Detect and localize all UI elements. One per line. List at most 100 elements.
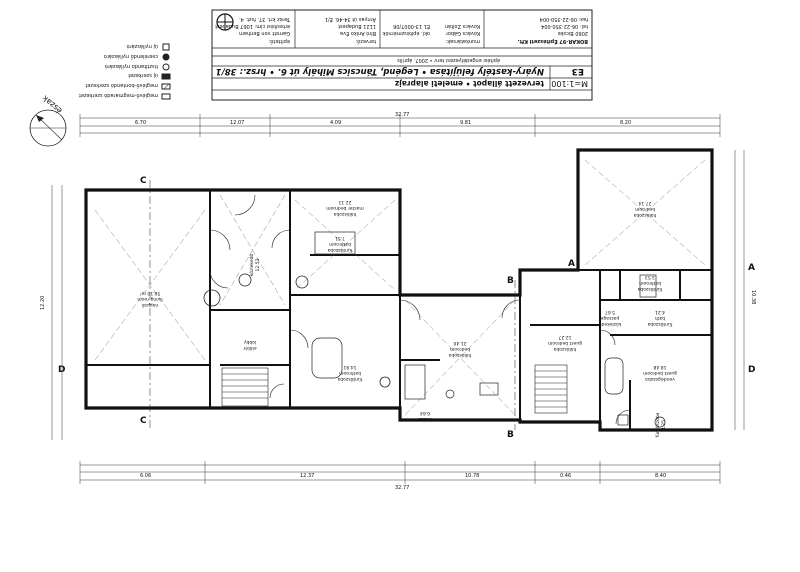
- room-name: közlekedő: [249, 254, 255, 277]
- legend-item: tisztítandó nyílászáró: [105, 63, 170, 71]
- office-logo: [216, 13, 234, 31]
- room-label: hálószoba master bedroom 22.11: [326, 199, 363, 218]
- room-label: hálószoba guest bedroom 12.27: [548, 334, 582, 353]
- collab-label: munkatársak:: [445, 38, 480, 45]
- office-line-1: 2060 Bicske: [558, 30, 588, 36]
- project-title: Nyáry-kastély felújítása • Legénd, Táncs…: [216, 66, 544, 77]
- room-label: fürdőszoba bath 4.21: [647, 309, 672, 327]
- dim-top-1: 6.70: [135, 120, 146, 126]
- dim-top-3: 4.09: [330, 120, 341, 126]
- room-label: fürdőszoba bathroom 14.91: [337, 364, 362, 382]
- dim-left-total: 12.20: [40, 296, 46, 310]
- room-diagonals: [94, 159, 706, 416]
- room-label: vendégszoba guest bedroom 18.48: [643, 364, 677, 383]
- office-line-2: tel: 06-22-350-004: [541, 23, 588, 29]
- drawing-name: tervezett állapot • emeleti alaprajz: [395, 79, 544, 88]
- client-line-2: értesítési cím: 1067 Budapest: [215, 23, 290, 30]
- room-sub: bedroom: [450, 346, 470, 352]
- room-name: fürdőszoba: [647, 321, 672, 327]
- designer-line-3: Árnyas út 34-46. É/1: [325, 16, 376, 24]
- room-area: 14.91: [343, 364, 356, 370]
- section-mark-b: B: [507, 276, 514, 286]
- sheet-number: E3: [572, 66, 584, 76]
- room-sub: guest bedroom: [643, 370, 677, 376]
- room-sub: bathroom: [339, 370, 361, 376]
- legend-item: új szerkezet: [128, 72, 171, 80]
- north-arrow: észak: [29, 93, 67, 147]
- room-label: hálószoba bedroom 27.14: [633, 200, 656, 219]
- legend-label: új nyílászáró: [127, 43, 158, 50]
- legend-item: új nyílászáró: [127, 43, 170, 51]
- room-sub: master bedroom: [326, 205, 363, 211]
- room-area: 21.40: [453, 340, 466, 346]
- room-sub: bath: [655, 315, 665, 321]
- section-mark-c-bottom: C: [140, 416, 147, 426]
- legend-item: meglévő-bontandó szerkezet: [85, 82, 171, 90]
- room-name: hálószoba: [553, 346, 576, 353]
- room-name: fürdőszoba: [337, 376, 362, 382]
- dim-bottom-2: 12.37: [300, 473, 314, 479]
- designer-label: tervező:: [355, 38, 376, 44]
- room-labels: nappali living room 50.10 m² közlekedő 1…: [137, 199, 677, 437]
- room-name: fürdőszoba: [327, 247, 352, 253]
- legend-label: cserélendő nyílászáró: [104, 53, 158, 60]
- room-label: fürdőszoba 4.25: [655, 412, 667, 437]
- office-line-3: fax: 06-22-350-004: [540, 16, 588, 22]
- room-name: fürdőszoba: [637, 286, 662, 292]
- room-area: 7.51: [335, 235, 345, 241]
- room-area: 4.25: [661, 420, 667, 430]
- room-area: 12.53: [255, 258, 261, 271]
- room-area: 27.14: [638, 200, 651, 206]
- collab-line-1: Kovács Gábor: [445, 30, 480, 37]
- designer2-line-1: okl. építészmérnök: [382, 30, 430, 37]
- scale-label: M=1:100: [551, 79, 588, 88]
- room-label: közlekedő passage 5.67: [599, 309, 622, 327]
- dim-top-4: 9.81: [460, 120, 471, 126]
- dim-bottom-3: 10.78: [465, 473, 479, 479]
- room-name: hálószoba: [333, 211, 356, 218]
- room-label: fürdőszoba bathroom 3.53: [637, 274, 662, 292]
- dim-top-2: 12.07: [230, 120, 244, 126]
- room-area: 12.27: [558, 334, 571, 340]
- interior-walls: [86, 190, 712, 430]
- room-label: előtér lobby: [243, 339, 256, 352]
- dimension-texts: 32.77 6.70 12.07 4.09 9.81 8.20 32.77 6.…: [40, 112, 756, 491]
- dim-right-total: 10.38: [750, 290, 756, 304]
- door-swings: [209, 194, 631, 425]
- room-name: közlekedő: [599, 321, 622, 327]
- room-name: öltöző: [418, 416, 432, 422]
- office-name: BOKAR-97 Építészeti Kft.: [518, 38, 588, 46]
- room-area: 22.11: [338, 199, 351, 205]
- room-sub: passage: [600, 315, 619, 320]
- phase-label: építési engedélyezési terv • 2007. ápril…: [397, 57, 500, 64]
- room-sub: bedroom: [635, 206, 655, 212]
- client-label: építtető:: [268, 38, 290, 45]
- room-name: fürdőszoba: [655, 412, 661, 437]
- section-mark-d: D: [748, 365, 755, 375]
- room-name: vendégszoba: [645, 376, 675, 383]
- room-area: 3.53: [645, 274, 655, 280]
- room-area: 6.64: [420, 410, 430, 416]
- dim-bottom-4: 0.46: [560, 473, 571, 479]
- room-label: fürdőszoba bathroom 7.51: [327, 235, 352, 253]
- room-name: előtér: [243, 345, 256, 352]
- legend-label: tisztítandó nyílászáró: [105, 63, 158, 70]
- fixtures: [311, 231, 666, 428]
- title-block: M=1:100 tervezett állapot • emeleti alap…: [211, 9, 593, 101]
- client-line-3: Teréz krt. 37. fszt. 4.: [239, 16, 291, 23]
- room-area: 4.21: [655, 309, 665, 315]
- section-mark-b-bottom: B: [507, 430, 514, 440]
- room-area: 5.67: [605, 309, 615, 315]
- dimension-chains: [51, 114, 745, 484]
- room-label: közlekedő 12.53: [249, 254, 261, 277]
- legend-label: új szerkezet: [128, 72, 158, 79]
- legend-label: meglévő-bontandó szerkezet: [85, 82, 158, 89]
- legend-label: meglévő-megmaradó szerkezet: [79, 92, 158, 99]
- legend-item: meglévő-megmaradó szerkezet: [79, 92, 171, 100]
- designer-line-1: Bíró Anikó Éva: [340, 30, 376, 38]
- room-label: nappali living room 50.10 m²: [137, 290, 162, 308]
- room-sub: bathroom: [639, 280, 661, 286]
- section-mark-d-left: D: [58, 365, 65, 375]
